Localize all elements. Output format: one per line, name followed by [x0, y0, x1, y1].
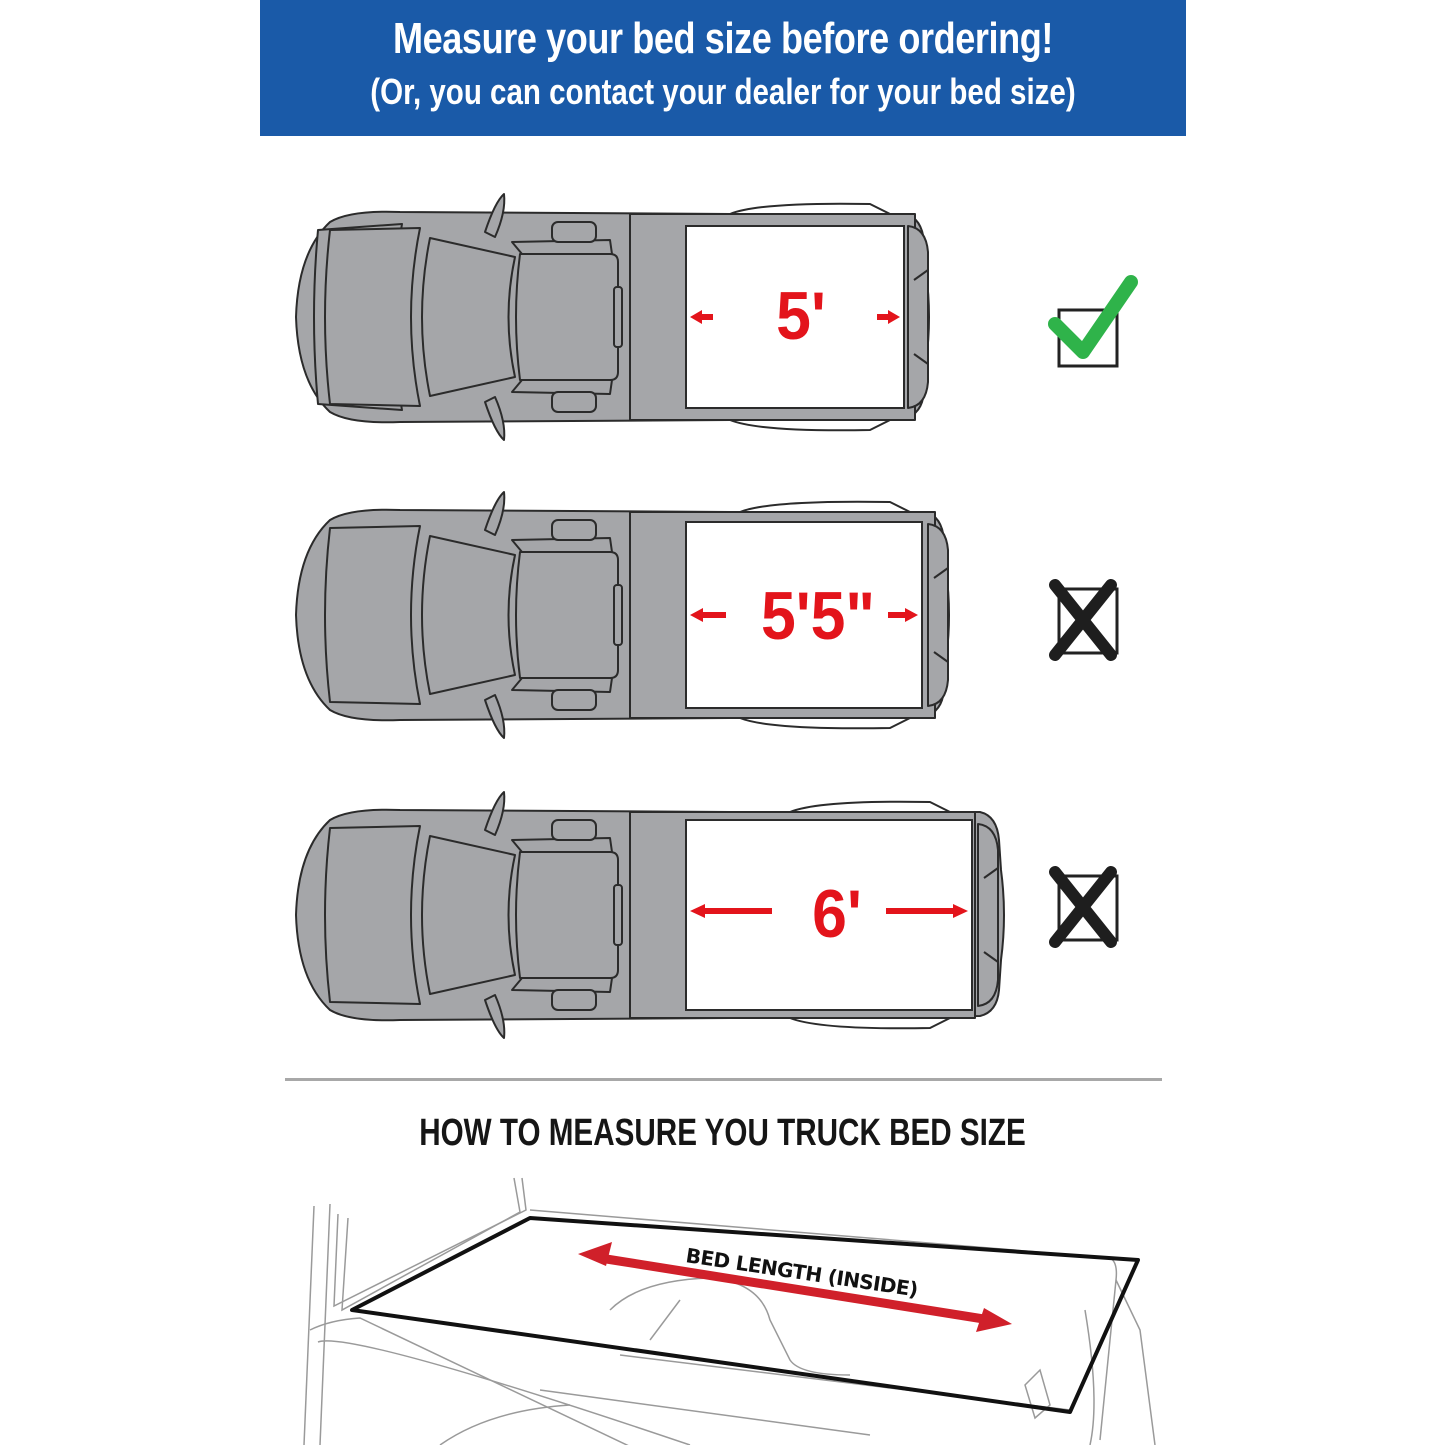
pickup-truck-top-view-icon [295, 491, 950, 739]
banner-subtitle: (Or, you can contact your dealer for you… [370, 71, 1076, 112]
bed-outline [350, 1216, 1140, 1414]
header-banner: Measure your bed size before ordering! (… [260, 0, 1186, 136]
bed-size-label: 5' [776, 278, 826, 354]
measure-arrows [690, 310, 900, 324]
bed-size-label: 6' [812, 876, 862, 952]
truck-bed-perspective-illustration: BED LENGTH (INSIDE) [303, 1177, 1156, 1445]
black-x-icon [1049, 866, 1119, 948]
green-checkmark-icon [1048, 275, 1138, 368]
bed-size-label: 5'5" [760, 578, 876, 654]
black-x-icon [1049, 579, 1119, 661]
truck-row-5ft5in: 5'5" [290, 480, 1170, 750]
measure-arrows [690, 904, 968, 918]
bed-area [685, 819, 973, 1011]
howto-heading: HOW TO MEASURE YOU TRUCK BED SIZE [419, 1112, 1026, 1154]
banner-title: Measure your bed size before ordering! [392, 14, 1054, 63]
measure-arrows [690, 608, 918, 622]
section-divider [285, 1078, 1162, 1081]
pickup-truck-top-view-icon [295, 193, 930, 441]
bed-length-arrow [578, 1242, 1012, 1332]
pickup-truck-top-view-icon [295, 791, 1005, 1039]
bed-area [685, 225, 905, 409]
truck-row-6ft: 6' [290, 780, 1170, 1050]
truck-row-5ft: 5' [290, 182, 1170, 452]
